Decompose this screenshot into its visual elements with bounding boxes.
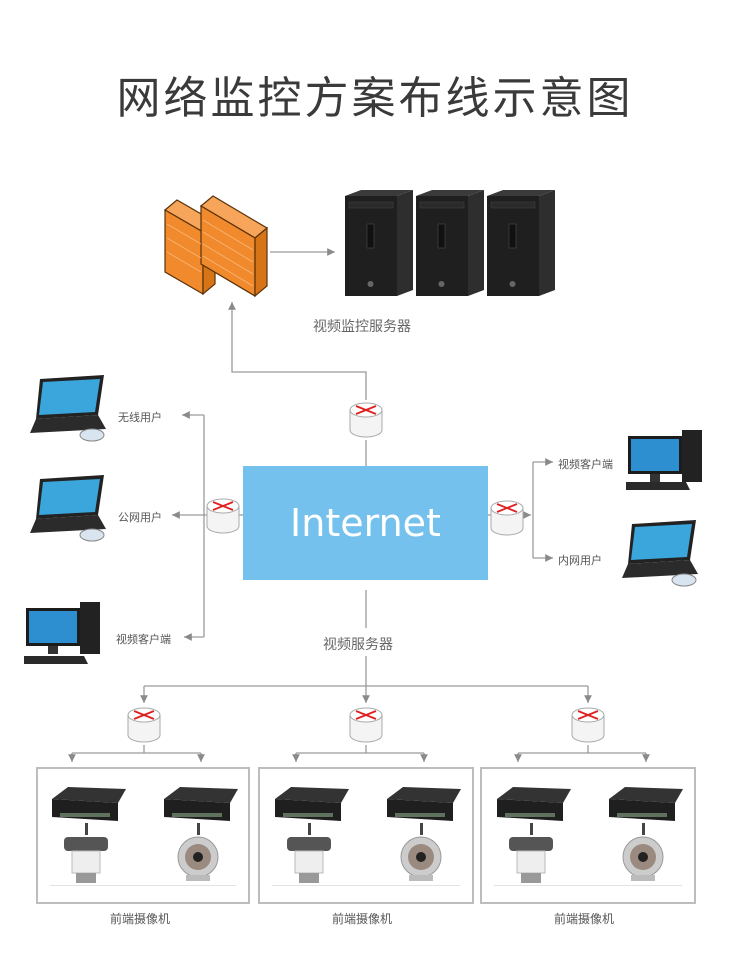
right-client-label: 内网用户 [558, 554, 602, 567]
router-icon [206, 498, 240, 534]
diagram-title: 网络监控方案布线示意图 [116, 73, 634, 124]
firewall-icon [163, 195, 269, 298]
left-client-label: 视频客户端 [116, 633, 171, 646]
server-label: 视频监控服务器 [313, 319, 411, 335]
camera-group-label: 前端摄像机 [110, 912, 171, 926]
ir-bullet-camera-icon [177, 836, 219, 881]
router-to-firewall-line [228, 302, 367, 400]
video-monitoring-servers [343, 190, 561, 298]
laptop-icon [622, 520, 698, 587]
ptz-camera-icon [509, 837, 553, 883]
desktop-computer-icon [24, 602, 100, 664]
desktop-tower-icon [345, 190, 555, 296]
left-client-label: 无线用户 [118, 411, 162, 424]
left-client-label: 公网用户 [118, 511, 162, 524]
encoder-box-icon [52, 787, 126, 821]
router-icon [349, 402, 383, 438]
camera-group-label: 前端摄像机 [332, 912, 393, 926]
router-icon [571, 707, 605, 743]
ptz-camera-icon [64, 837, 108, 883]
right-client-label: 视频客户端 [558, 458, 613, 471]
camera-group-devices [52, 787, 238, 883]
camera-group [258, 767, 474, 904]
router-icon [127, 707, 161, 743]
camera-group-label: 前端摄像机 [554, 912, 615, 926]
encoder-box-icon [164, 787, 238, 821]
video-server-label: 视频服务器 [323, 637, 393, 653]
camera-group-devices [275, 787, 461, 883]
ir-bullet-camera-icon [400, 836, 442, 881]
camera-group [480, 767, 696, 904]
encoder-box-icon [387, 787, 461, 821]
desktop-computer-icon [626, 430, 702, 490]
laptop-icon [30, 375, 106, 442]
router-icon [490, 500, 524, 536]
internet-cloud-box: Internet [243, 466, 488, 580]
camera-group [36, 767, 250, 904]
ptz-camera-icon [287, 837, 331, 883]
ir-bullet-camera-icon [622, 836, 664, 881]
camera-group-devices [497, 787, 683, 883]
encoder-box-icon [609, 787, 683, 821]
router-icon [349, 707, 383, 743]
internet-label: Internet [290, 501, 441, 545]
encoder-box-icon [497, 787, 571, 821]
encoder-box-icon [275, 787, 349, 821]
laptop-icon [30, 475, 106, 542]
